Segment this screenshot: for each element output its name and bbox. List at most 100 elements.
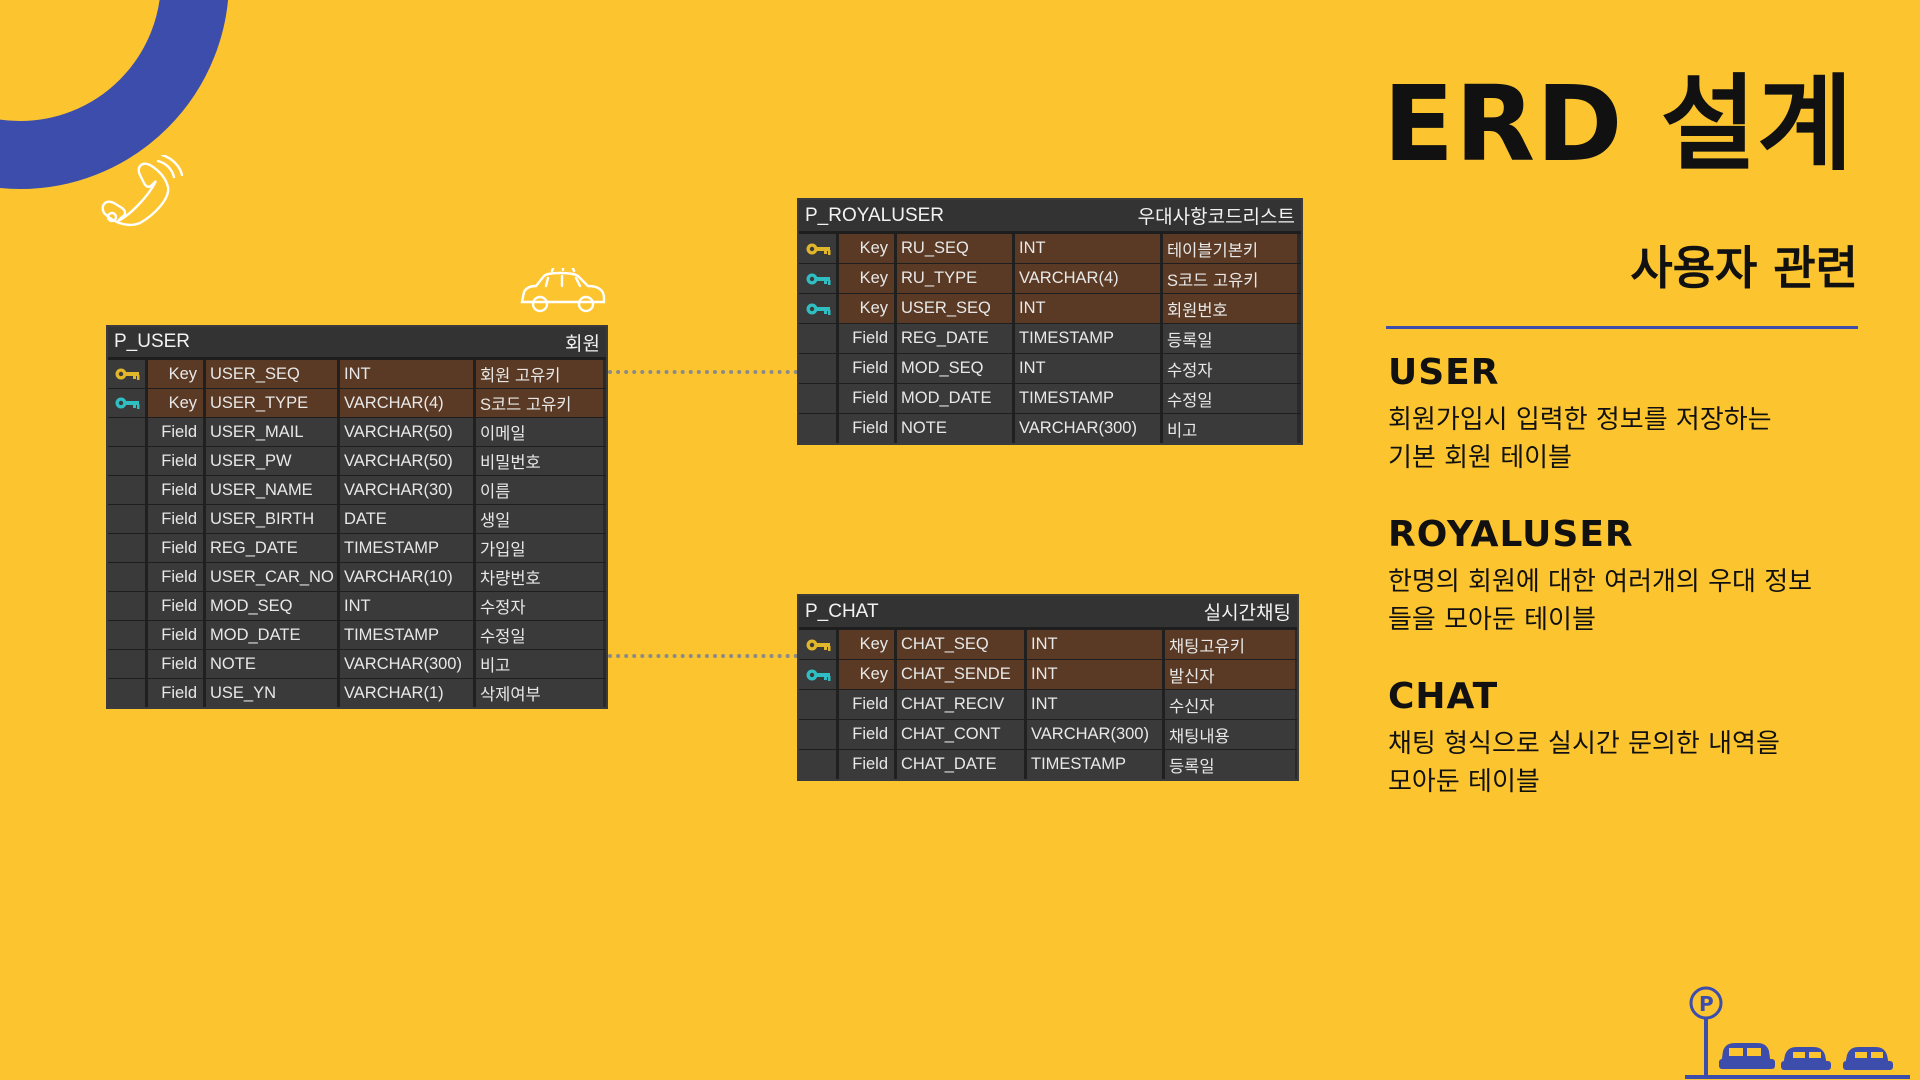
- description-title: CHAT: [1388, 676, 1499, 717]
- key-indicator-cell: [108, 418, 148, 446]
- primary-key-icon: [805, 242, 831, 256]
- column-kind: Field: [148, 418, 206, 446]
- page-title: ERD 설계: [1382, 63, 1854, 185]
- key-indicator-cell: [108, 389, 148, 417]
- column-kind: Field: [839, 690, 897, 719]
- column-comment: 가입일: [476, 534, 603, 562]
- column-type: VARCHAR(300): [1015, 414, 1163, 443]
- column-comment: 수정자: [476, 592, 603, 620]
- column-comment: 수정일: [476, 621, 603, 649]
- erd-table-comment: 우대사항코드리스트: [1137, 207, 1295, 228]
- column-type: INT: [1015, 234, 1163, 263]
- erd-table-header: P_CHAT 실시간채팅: [799, 596, 1297, 629]
- column-comment: S코드 고유키: [476, 389, 603, 417]
- column-name: REG_DATE: [897, 324, 1015, 353]
- key-indicator-cell: [108, 650, 148, 678]
- column-kind: Key: [839, 264, 897, 293]
- erd-table-name: P_ROYALUSER: [805, 204, 945, 226]
- key-indicator-cell: [799, 294, 839, 323]
- primary-key-icon: [805, 638, 831, 652]
- column-kind: Key: [839, 294, 897, 323]
- column-comment: 수정자: [1163, 354, 1297, 383]
- description-title: USER: [1388, 352, 1500, 393]
- car-icon: [520, 268, 606, 313]
- column-comment: 등록일: [1165, 750, 1295, 779]
- column-type: INT: [340, 360, 476, 388]
- key-indicator-cell: [108, 476, 148, 504]
- column-name: USER_CAR_NO: [206, 563, 340, 591]
- foreign-key-icon: [805, 272, 831, 286]
- column-kind: Key: [839, 234, 897, 263]
- primary-key-icon: [114, 367, 140, 381]
- column-kind: Key: [839, 660, 897, 689]
- erd-table-comment: 실시간채팅: [1203, 603, 1291, 624]
- divider: [1386, 326, 1858, 329]
- column-kind: Field: [839, 414, 897, 443]
- column-type: VARCHAR(30): [340, 476, 476, 504]
- column-comment: 비밀번호: [476, 447, 603, 475]
- column-kind: Field: [839, 750, 897, 779]
- column-comment: 비고: [476, 650, 603, 678]
- description-text: 채팅 형식으로 실시간 문의한 내역을 모아둔 테이블: [1388, 729, 1780, 797]
- column-name: CHAT_SENDE: [897, 660, 1027, 689]
- column-type: INT: [1027, 690, 1165, 719]
- column-name: USER_BIRTH: [206, 505, 340, 533]
- column-kind: Field: [839, 354, 897, 383]
- column-type: TIMESTAMP: [1027, 750, 1165, 779]
- column-comment: S코드 고유키: [1163, 264, 1297, 293]
- phone-icon: [101, 155, 184, 227]
- column-name: REG_DATE: [206, 534, 340, 562]
- column-kind: Field: [148, 447, 206, 475]
- description-chat: CHAT 채팅 형식으로 실시간 문의한 내역을 모아둔 테이블: [1388, 679, 1868, 801]
- column-name: RU_SEQ: [897, 234, 1015, 263]
- column-name: USER_NAME: [206, 476, 340, 504]
- column-comment: 차량번호: [476, 563, 603, 591]
- column-name: RU_TYPE: [897, 264, 1015, 293]
- column-comment: 삭제여부: [476, 679, 603, 707]
- key-indicator-cell: [108, 621, 148, 649]
- column-type: TIMESTAMP: [340, 621, 476, 649]
- column-name: CHAT_DATE: [897, 750, 1027, 779]
- svg-text:P: P: [1699, 992, 1714, 1016]
- column-comment: 이름: [476, 476, 603, 504]
- key-indicator-cell: [799, 660, 839, 689]
- column-comment: 회원 고유키: [476, 360, 603, 388]
- erd-table-name: P_CHAT: [805, 600, 879, 622]
- foreign-key-icon: [114, 396, 140, 410]
- column-name: USE_YN: [206, 679, 340, 707]
- column-type: INT: [1015, 294, 1163, 323]
- column-kind: Key: [148, 389, 206, 417]
- column-kind: Field: [148, 621, 206, 649]
- key-indicator-cell: [799, 690, 839, 719]
- foreign-key-icon: [805, 302, 831, 316]
- description-royaluser: ROYALUSER 한명의 회원에 대한 여러개의 우대 정보 들을 모아둔 테…: [1388, 517, 1868, 639]
- column-kind: Field: [839, 384, 897, 413]
- column-comment: 테이블기본키: [1163, 234, 1297, 263]
- page-subtitle: 사용자 관련: [1630, 241, 1858, 295]
- column-comment: 채팅고유키: [1165, 630, 1295, 659]
- column-comment: 수정일: [1163, 384, 1297, 413]
- key-indicator-cell: [799, 630, 839, 659]
- key-indicator-cell: [108, 447, 148, 475]
- erd-table-comment: 회원: [565, 333, 600, 355]
- column-type: VARCHAR(300): [340, 650, 476, 678]
- column-comment: 채팅내용: [1165, 720, 1295, 749]
- column-comment: 등록일: [1163, 324, 1297, 353]
- column-comment: 수신자: [1165, 690, 1295, 719]
- key-indicator-cell: [799, 264, 839, 293]
- relation-line-user-chat: [608, 654, 798, 658]
- column-name: CHAT_CONT: [897, 720, 1027, 749]
- column-kind: Field: [148, 592, 206, 620]
- column-name: USER_TYPE: [206, 389, 340, 417]
